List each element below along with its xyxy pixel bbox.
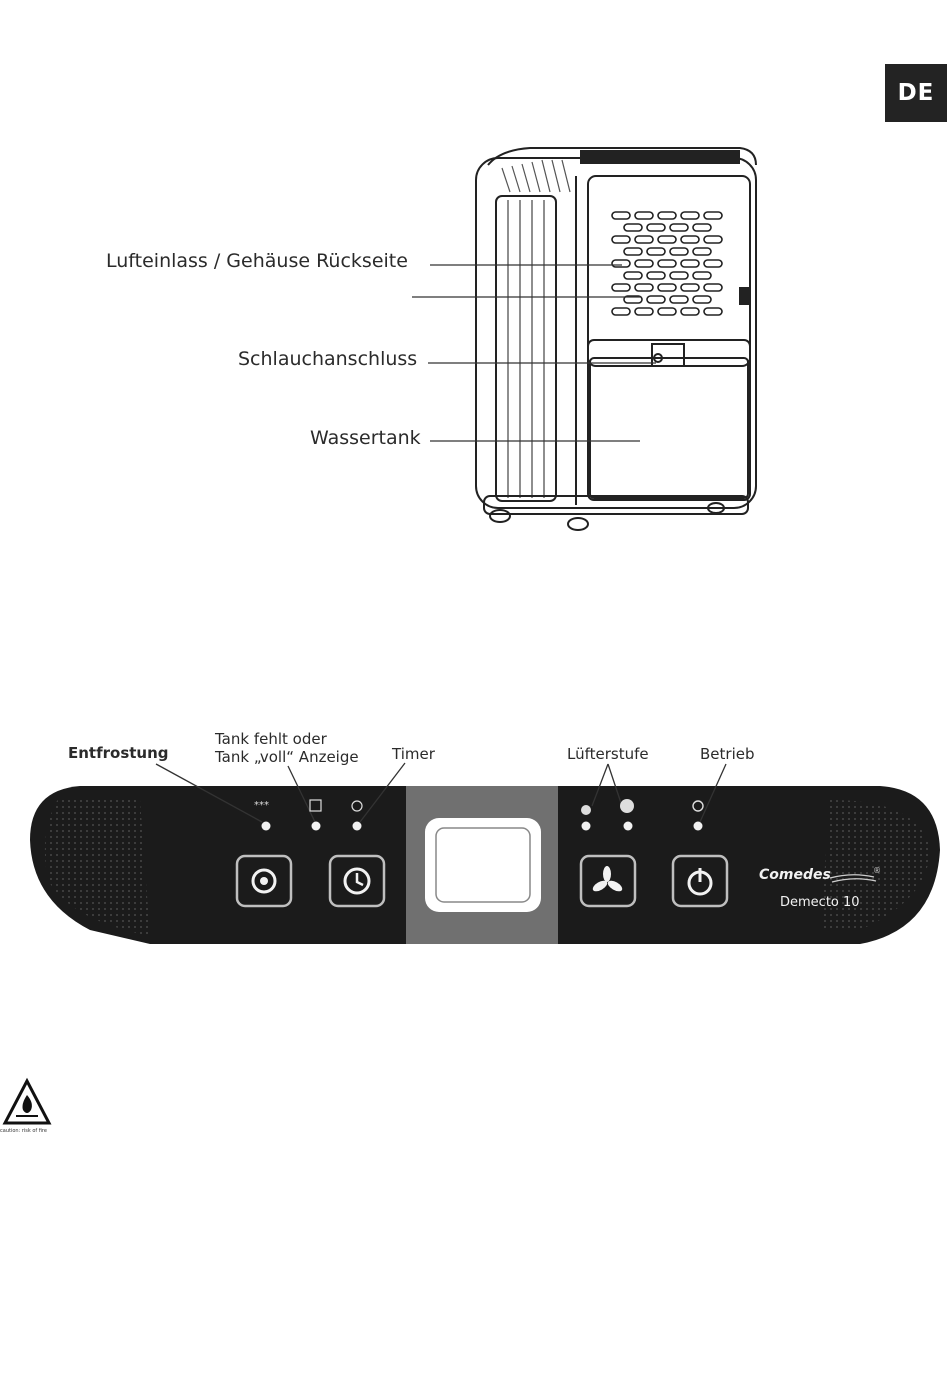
grille-slot — [635, 308, 653, 315]
grille-slot — [647, 248, 665, 255]
grille-slot — [681, 212, 699, 219]
device-body — [476, 158, 756, 508]
grille-slot — [658, 236, 676, 243]
grille-slot — [670, 296, 688, 303]
grille-slot — [624, 224, 642, 231]
grille-slot — [624, 272, 642, 279]
side-louvers — [508, 200, 544, 498]
grille-slot — [670, 224, 688, 231]
grille-slot — [647, 272, 665, 279]
grille-slot — [681, 308, 699, 315]
callout-water-tank: Wassertank — [310, 427, 421, 449]
callout-hose-connector: Schlauchanschluss — [238, 348, 417, 370]
grille-slot — [647, 296, 665, 303]
grille-slot — [612, 260, 630, 267]
water-tank — [588, 340, 750, 500]
label-tank-line1: Tank fehlt oder — [215, 730, 327, 748]
grille-slot — [658, 284, 676, 291]
grille-slot — [693, 272, 711, 279]
grille-slot — [704, 236, 722, 243]
grille-slot — [635, 212, 653, 219]
grille-slot — [693, 296, 711, 303]
grille-slot — [658, 212, 676, 219]
grille-slot — [612, 284, 630, 291]
grille-slot — [681, 284, 699, 291]
brand-model: Demecto 10 — [780, 895, 860, 910]
label-defrost: Entfrostung — [68, 744, 169, 762]
grille-slot — [704, 284, 722, 291]
grille-slot — [658, 308, 676, 315]
grille-slot — [635, 284, 653, 291]
label-tank-line2: Tank „voll“ Anzeige — [215, 748, 359, 766]
grille-slot — [704, 308, 722, 315]
grille-slot — [612, 308, 630, 315]
air-inlet-grille — [612, 212, 722, 315]
callout-air-inlet: Lufteinlass / Gehäuse Rückseite — [106, 250, 408, 272]
warning-caption: caution: risk of fire — [0, 1128, 47, 1134]
grille-slot — [612, 236, 630, 243]
grille-slot — [704, 212, 722, 219]
grille-slot — [647, 224, 665, 231]
brand-name: Comedes — [759, 867, 831, 883]
grille-slot — [704, 260, 722, 267]
label-power: Betrieb — [700, 745, 755, 763]
top-control-strip — [580, 150, 740, 164]
label-timer: Timer — [392, 745, 435, 763]
grille-slot — [635, 236, 653, 243]
brand-registered-mark: ® — [873, 866, 881, 875]
grille-slot — [635, 260, 653, 267]
grille-slot — [693, 248, 711, 255]
grille-slot — [670, 272, 688, 279]
grille-slot — [681, 260, 699, 267]
grille-slot — [670, 248, 688, 255]
grille-slot — [612, 212, 630, 219]
top-louvers — [502, 160, 570, 192]
back-panel — [588, 176, 750, 366]
grille-slot — [693, 224, 711, 231]
grille-slot — [658, 260, 676, 267]
label-fan-speed: Lüfterstufe — [567, 745, 649, 763]
grille-slot — [624, 248, 642, 255]
grille-slot — [681, 236, 699, 243]
